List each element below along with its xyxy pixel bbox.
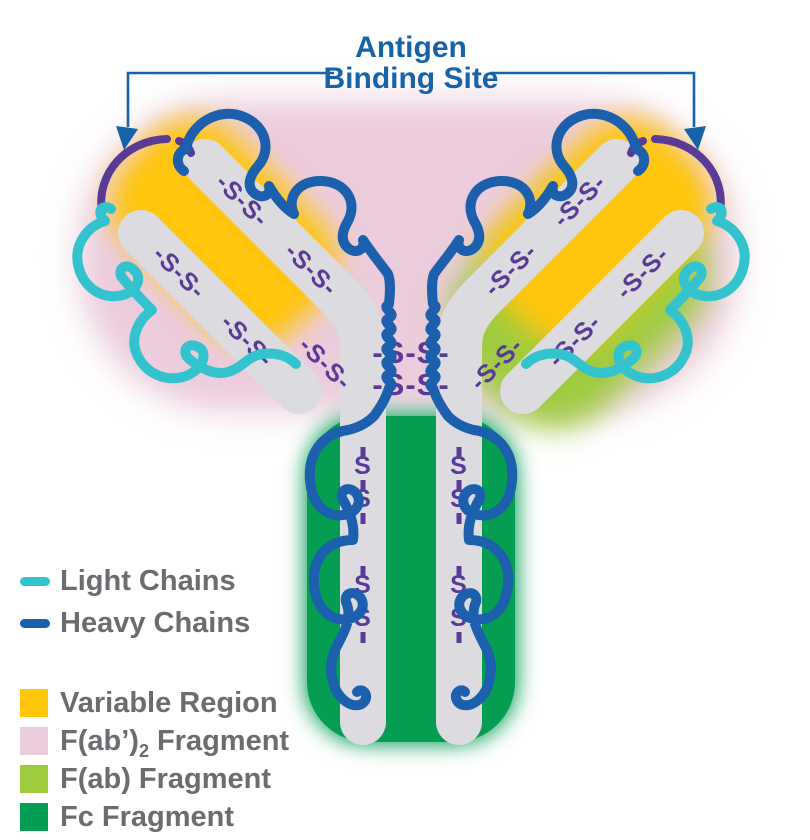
arrow-down-icon xyxy=(116,126,138,150)
callout-bracket-right xyxy=(490,71,696,127)
light-chain-swatch xyxy=(20,576,50,586)
legend: Light Chains Heavy Chains Variable Regio… xyxy=(20,560,289,836)
legend-row-fc-fragment: Fc Fragment xyxy=(20,798,289,836)
legend-label: F(ab) Fragment xyxy=(60,762,272,795)
antigen-binding-site-callout: Antigen Binding Site xyxy=(116,31,706,150)
variable-region-swatch xyxy=(20,689,48,717)
callout-bracket-left xyxy=(126,71,334,127)
variable-region-glow-left xyxy=(110,118,338,346)
fab-fragment-swatch xyxy=(20,765,48,793)
heavy-chain-left xyxy=(172,108,397,711)
legend-row-light-chains: Light Chains xyxy=(20,560,289,602)
variable-region-glow-right xyxy=(484,118,712,346)
heavy-chain-swatch xyxy=(20,618,50,628)
callout-title-line2: Binding Site xyxy=(324,62,499,95)
legend-row-heavy-chains: Heavy Chains xyxy=(20,602,289,644)
legend-row-fab-fragment: F(ab) Fragment xyxy=(20,760,289,798)
legend-label: Variable Region xyxy=(60,686,278,719)
subscript-2: 2 xyxy=(138,740,149,761)
fc-fragment-swatch xyxy=(20,803,48,831)
fab2-fragment-swatch xyxy=(20,727,48,755)
domain-bars-left xyxy=(118,139,386,745)
arrow-down-icon xyxy=(684,126,706,150)
legend-label: Heavy Chains xyxy=(60,606,251,639)
light-chain-left xyxy=(72,202,301,384)
legend-row-variable-region: Variable Region xyxy=(20,684,289,722)
sulfur-label: S xyxy=(354,452,372,480)
callout-title-line1: Antigen xyxy=(355,31,467,64)
sulfur-label: S xyxy=(450,452,468,480)
legend-label: Light Chains xyxy=(60,564,236,597)
legend-label: Fc Fragment xyxy=(60,800,235,833)
